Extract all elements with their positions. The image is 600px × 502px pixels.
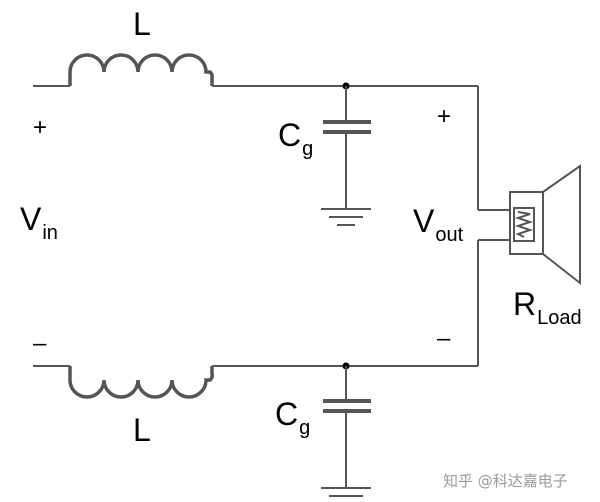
- cap-bottom-label: Cg: [275, 398, 310, 438]
- inductor-bottom: [68, 366, 214, 399]
- vout-label-sub: out: [435, 224, 464, 246]
- vout-label: Vout: [413, 205, 463, 245]
- vout-minus-sign: –: [437, 325, 451, 352]
- ground-top: [321, 208, 371, 226]
- rload-label-main: R: [513, 286, 537, 322]
- vin-label-sub: in: [42, 222, 58, 244]
- vin-label-main: V: [20, 201, 42, 237]
- ground-bottom: [321, 487, 371, 497]
- vin-plus-sign: +: [33, 114, 48, 141]
- rload-label-sub: Load: [537, 307, 582, 329]
- inductor-top-label: L: [133, 6, 151, 42]
- cap-top-label-sub: g: [302, 138, 314, 160]
- rload-label: RLoad: [513, 288, 582, 328]
- watermark: 知乎 @科达嘉电子: [443, 472, 568, 490]
- inductor-bottom-label: L: [133, 412, 151, 448]
- cap-bottom-label-sub: g: [299, 417, 311, 439]
- vout-plus-sign: +: [437, 103, 452, 130]
- vout-label-main: V: [413, 203, 435, 239]
- cap-top-label: Cg: [278, 119, 313, 159]
- load-resistor: [513, 207, 535, 242]
- cap-top-label-main: C: [278, 117, 302, 153]
- vin-label: Vin: [20, 203, 58, 243]
- speaker-load: [509, 164, 581, 286]
- vin-minus-sign: –: [33, 330, 47, 357]
- inductor-top: [68, 53, 214, 86]
- cap-bottom-label-main: C: [275, 396, 299, 432]
